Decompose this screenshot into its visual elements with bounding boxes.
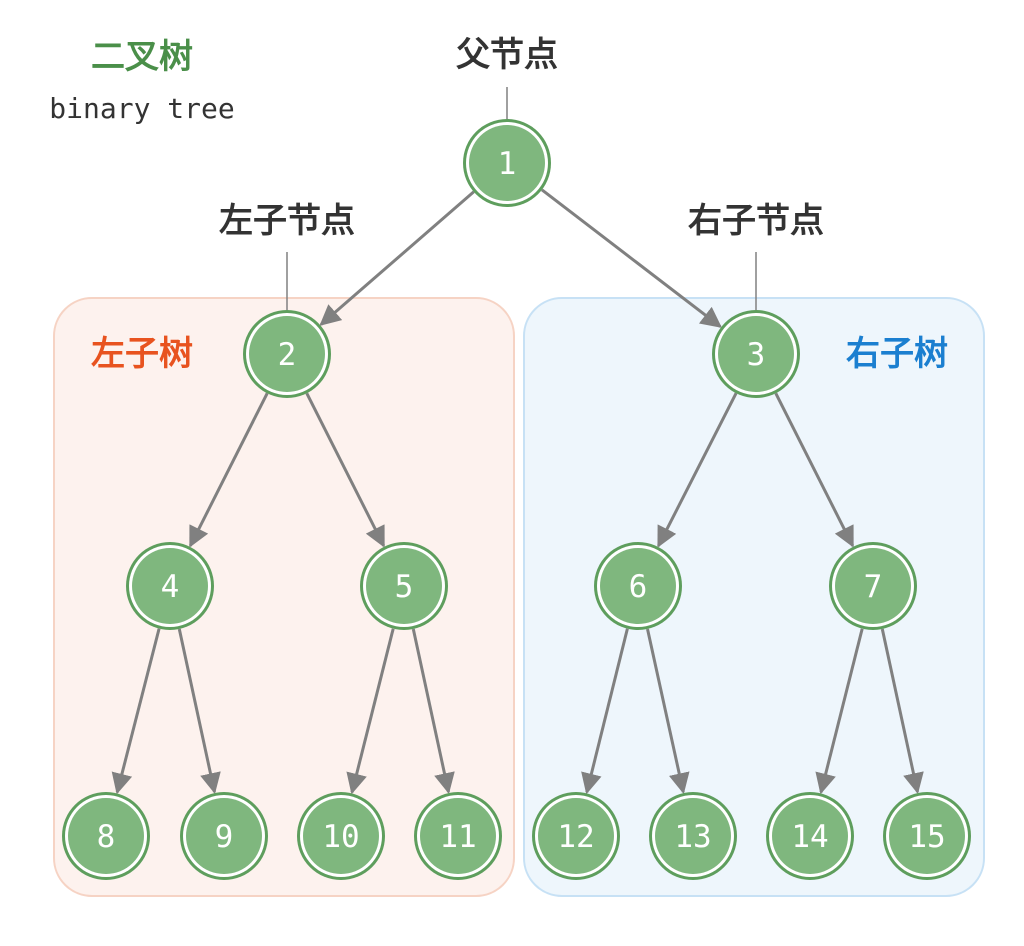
edge-6-12	[581, 628, 629, 795]
node-value: 13	[674, 819, 711, 855]
node-circle	[538, 798, 614, 874]
edge-2-5	[305, 392, 386, 548]
tree-node-7: 7	[829, 542, 917, 630]
node-value: 5	[395, 569, 414, 605]
edge-5-11	[411, 628, 455, 795]
edge-4-9	[177, 628, 221, 795]
diagram-title: 二叉树	[91, 37, 193, 77]
node-circle	[68, 798, 144, 874]
tree-node-8: 8	[62, 792, 150, 880]
node-circle	[420, 798, 496, 874]
node-circle	[186, 798, 262, 874]
edge-1-3	[540, 188, 722, 328]
node-circle	[655, 798, 731, 874]
diagram-subtitle: binary tree	[49, 92, 234, 125]
node-value: 14	[791, 819, 828, 855]
node-circle	[835, 548, 911, 624]
node-value: 15	[908, 819, 945, 855]
right-subtree-label: 右子树	[846, 334, 948, 374]
edge-4-8	[111, 628, 161, 795]
node-circle	[718, 316, 794, 392]
edge-layer	[111, 188, 924, 795]
node-value: 8	[97, 819, 116, 855]
tree-node-9: 9	[180, 792, 268, 880]
node-value: 12	[557, 819, 594, 855]
node-circle	[772, 798, 848, 874]
node-value: 11	[439, 819, 476, 855]
node-value: 9	[215, 819, 234, 855]
node-value: 2	[278, 337, 297, 373]
tree-node-3: 3	[712, 310, 800, 398]
edge-6-13	[646, 628, 690, 795]
tree-node-12: 12	[532, 792, 620, 880]
right-child-label: 右子节点	[688, 201, 824, 241]
tree-node-15: 15	[883, 792, 971, 880]
node-circle	[600, 548, 676, 624]
edge-7-14	[815, 628, 864, 795]
tree-node-14: 14	[766, 792, 854, 880]
node-value: 7	[864, 569, 883, 605]
tree-node-5: 5	[360, 542, 448, 630]
node-circle	[249, 316, 325, 392]
tree-node-10: 10	[297, 792, 385, 880]
node-value: 1	[498, 146, 517, 182]
node-circle	[889, 798, 965, 874]
left-child-label: 左子节点	[219, 201, 355, 241]
node-value: 4	[161, 569, 180, 605]
edge-3-7	[774, 392, 855, 548]
tree-node-11: 11	[414, 792, 502, 880]
edge-1-2	[319, 190, 475, 326]
edge-5-10	[346, 628, 395, 795]
node-value: 6	[629, 569, 648, 605]
left-subtree-label: 左子树	[91, 334, 193, 374]
right-subtree-panel	[523, 297, 985, 897]
tree-node-1: 1	[463, 119, 551, 207]
node-circle	[469, 125, 545, 201]
tree-node-4: 4	[126, 542, 214, 630]
node-circle	[303, 798, 379, 874]
node-circle	[366, 548, 442, 624]
tree-node-6: 6	[594, 542, 682, 630]
node-value: 10	[322, 819, 359, 855]
edge-3-6	[657, 392, 738, 548]
tree-node-13: 13	[649, 792, 737, 880]
node-value: 3	[747, 337, 766, 373]
parent-node-label: 父节点	[456, 35, 558, 75]
node-circle	[132, 548, 208, 624]
tree-node-2: 2	[243, 310, 331, 398]
edge-2-4	[188, 392, 269, 548]
left-subtree-panel	[53, 297, 515, 897]
edge-7-15	[880, 628, 924, 795]
